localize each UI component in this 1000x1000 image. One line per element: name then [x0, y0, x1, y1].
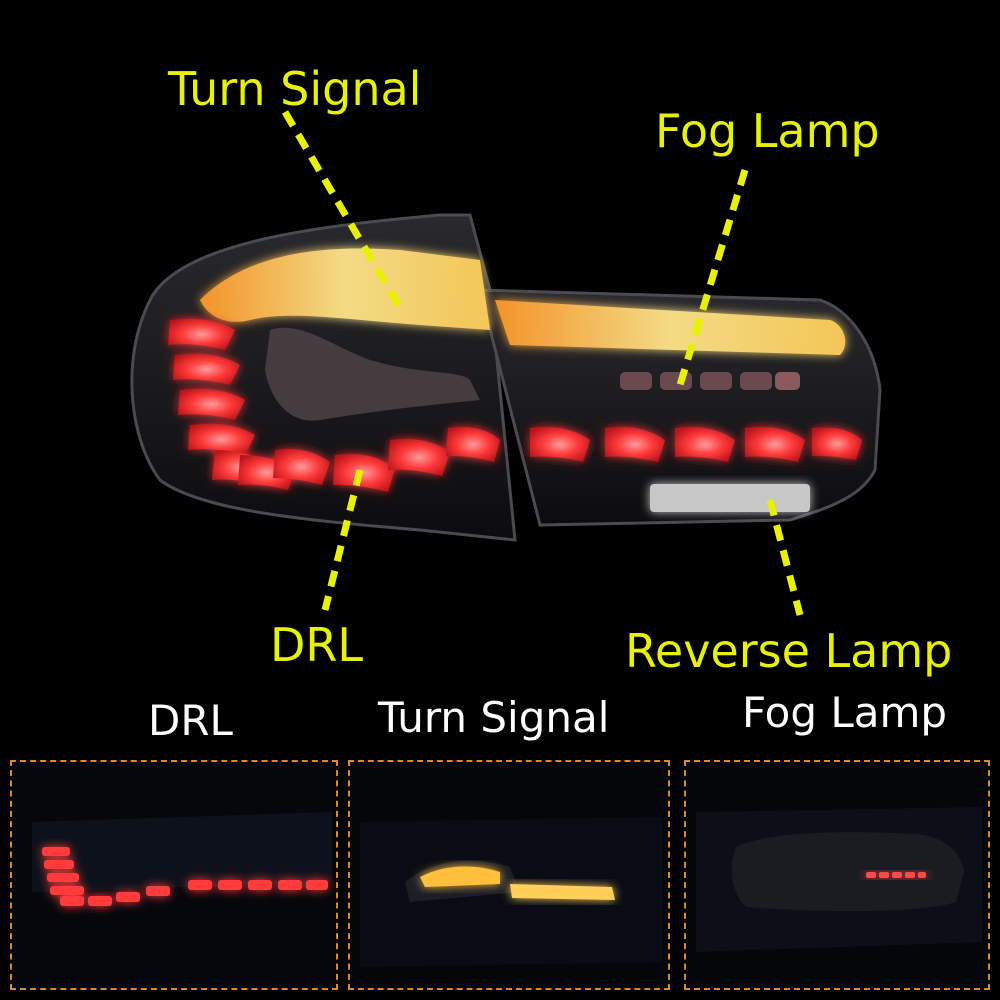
fog-lamp-caption: Fog Lamp	[742, 688, 948, 737]
drl-left-strakes	[168, 318, 500, 492]
drl-caption: DRL	[148, 696, 233, 745]
fog-lamp-leader-line	[676, 168, 749, 387]
turn-signal-preview-panel	[348, 760, 670, 990]
turn-signal-bar-right	[495, 300, 846, 355]
fog-lamp-preview-panel	[684, 760, 990, 990]
turn-signal-bar-left	[200, 248, 490, 330]
reverse-lamp-callout: Reverse Lamp	[625, 624, 953, 678]
fog-lamp-preview-image	[686, 762, 988, 988]
reverse-lamp-leader-line	[766, 499, 804, 616]
turn-signal-callout: Turn Signal	[168, 62, 422, 116]
reverse-lamp	[650, 484, 810, 512]
turn-signal-caption: Turn Signal	[378, 693, 610, 742]
drl-callout: DRL	[270, 618, 364, 672]
fog-lamp-cluster	[620, 372, 800, 390]
drl-right-strakes	[530, 426, 862, 462]
drl-preview-image	[12, 762, 336, 988]
drl-preview-panel	[10, 760, 338, 990]
turn-signal-preview-image	[350, 762, 668, 988]
turn-signal-leader-line	[281, 110, 404, 310]
fog-lamp-callout: Fog Lamp	[655, 104, 880, 158]
left-inner-lens	[265, 327, 480, 421]
